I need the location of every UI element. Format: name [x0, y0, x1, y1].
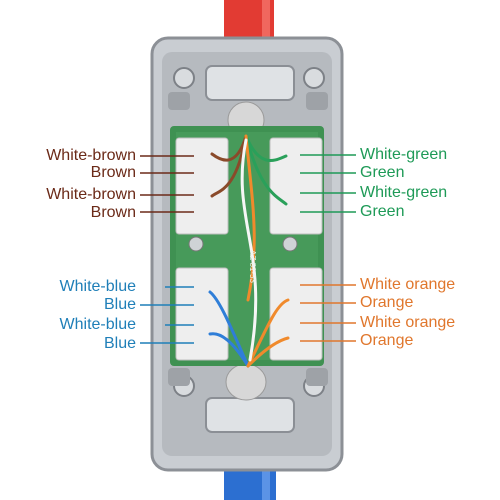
idc-block-left-top [175, 137, 229, 235]
cable-clamp-bottom [205, 397, 295, 433]
board-marking: AZ 81-53 [248, 250, 257, 283]
cable-clamp-top [205, 65, 295, 101]
label-white-green-1: White-green [360, 146, 448, 163]
label-blue-2: Blue [103, 335, 136, 352]
label-orange-1: Orange [360, 294, 414, 311]
label-white-orange-1: White orange [360, 276, 456, 293]
idc-block-left-bottom [175, 267, 229, 361]
label-white-brown-2: White-brown [46, 186, 136, 203]
label-white-blue-2: White-blue [59, 316, 136, 333]
label-white-green-2: White-green [360, 184, 448, 201]
pcb-center-screw [188, 236, 204, 252]
screw-top-right [303, 67, 325, 89]
screw-top-left [173, 67, 195, 89]
label-brown-2: Brown [90, 204, 136, 221]
label-white-orange-2: White orange [360, 314, 456, 331]
label-blue-1: Blue [103, 296, 136, 313]
idc-block-right-bottom [269, 267, 323, 361]
label-orange-2: Orange [360, 332, 414, 349]
label-white-blue-1: White-blue [59, 278, 136, 295]
idc-block-right-top [269, 137, 323, 235]
label-brown-1: Brown [90, 164, 136, 181]
label-green-1: Green [360, 164, 405, 181]
label-white-brown-1: White-brown [46, 147, 136, 164]
label-green-2: Green [360, 203, 405, 220]
